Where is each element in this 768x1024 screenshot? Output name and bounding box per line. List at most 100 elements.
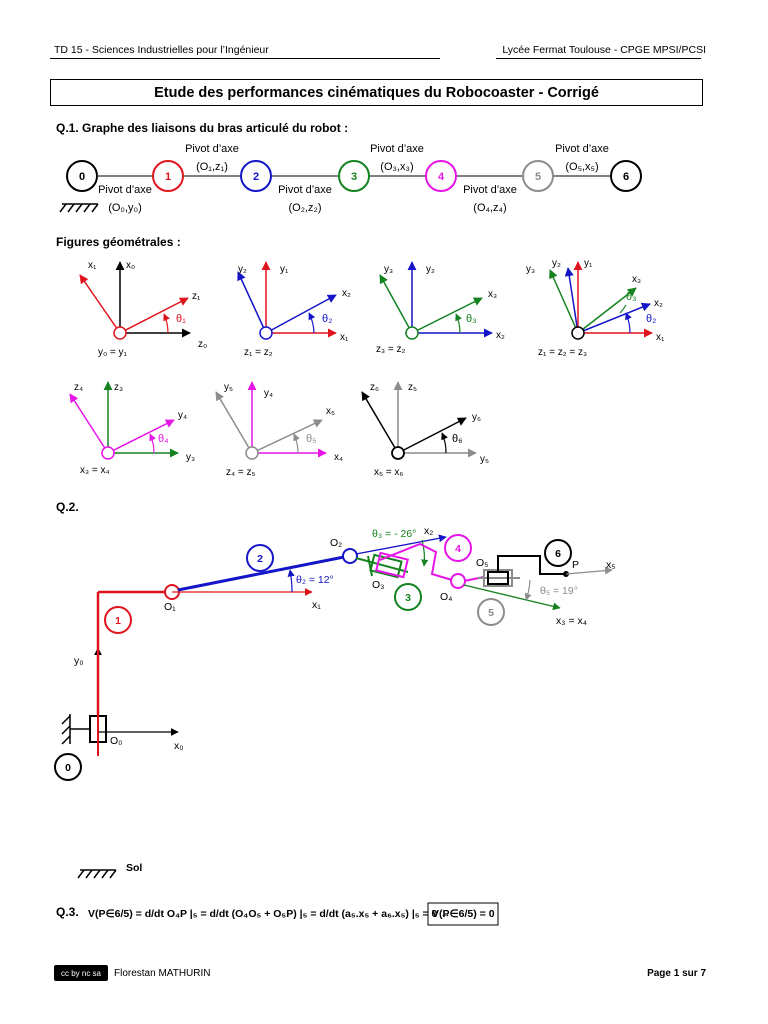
liaison-graph: 0 1 2 3 4 5 6 Pivot d’axe (O₀,y₀) Pivot … bbox=[59, 143, 642, 214]
fig-3: y₃ y₂ x₃ θ₃ x₂ z₃ = z₂ bbox=[376, 261, 505, 355]
label-x0: x₀ bbox=[174, 740, 184, 752]
svg-text:3: 3 bbox=[405, 592, 411, 604]
q1-label: Q.1. Graphe des liaisons du bras articul… bbox=[56, 121, 349, 135]
footer-page: Page 1 sur 7 bbox=[647, 968, 706, 979]
legend-sol: Sol bbox=[126, 862, 142, 874]
svg-text:z₀: z₀ bbox=[198, 339, 207, 350]
body-4-marker bbox=[444, 534, 472, 562]
svg-text:y₄: y₄ bbox=[178, 410, 187, 421]
svg-text:y₀ = y₁: y₀ = y₁ bbox=[98, 347, 128, 358]
link-23-axis: (O₂,z₂) bbox=[289, 202, 322, 214]
svg-text:z₁: z₁ bbox=[192, 291, 201, 302]
label-P: P bbox=[572, 559, 579, 571]
svg-text:5: 5 bbox=[535, 171, 541, 183]
node-5: 5 bbox=[522, 160, 554, 192]
svg-text:θ₆: θ₆ bbox=[452, 433, 463, 445]
link-12-axis: (O₁,z₁) bbox=[196, 161, 228, 173]
node-4: 4 bbox=[425, 160, 457, 192]
svg-text:y₂: y₂ bbox=[426, 264, 435, 275]
node-0: 0 bbox=[66, 160, 98, 192]
fig-7: z₆ z₅ y₆ θ₆ y₅ x₅ = x₆ bbox=[361, 381, 489, 478]
svg-text:y₁: y₁ bbox=[280, 264, 289, 275]
svg-text:y₅: y₅ bbox=[480, 454, 489, 465]
svg-text:1: 1 bbox=[115, 615, 121, 627]
node-3: 3 bbox=[338, 160, 370, 192]
body-1-marker bbox=[104, 606, 132, 634]
header-left: TD 15 - Sciences Industrielles pour l’In… bbox=[54, 44, 269, 56]
label-O5: O₅ bbox=[476, 557, 488, 569]
svg-text:y₁: y₁ bbox=[584, 258, 593, 269]
fig-2: y₂ y₁ x₂ θ₂ x₁ z₁ = z₂ bbox=[237, 261, 351, 358]
label-theta2: θ₂ = 12° bbox=[296, 574, 334, 586]
svg-text:z₃: z₃ bbox=[114, 382, 123, 393]
svg-text:z₄ = z₅: z₄ = z₅ bbox=[226, 467, 256, 478]
node-6: 6 bbox=[610, 160, 642, 192]
link-34-name: Pivot d’axe bbox=[370, 143, 424, 155]
node-1: 1 bbox=[152, 160, 184, 192]
header-rule-left bbox=[50, 58, 440, 59]
svg-text:x₁: x₁ bbox=[656, 332, 665, 343]
ground-legend-icon bbox=[77, 869, 117, 879]
svg-text:x₂: x₂ bbox=[654, 298, 663, 309]
label-x3x4: x₃ = x₄ bbox=[556, 615, 587, 627]
label-theta3: θ₃ = - 26° bbox=[372, 528, 416, 540]
svg-text:y₃: y₃ bbox=[186, 452, 195, 463]
header-rule-right bbox=[496, 58, 701, 59]
svg-text:x₄: x₄ bbox=[334, 452, 343, 463]
label-theta5: θ₅ = 19° bbox=[540, 585, 578, 597]
svg-text:z₄: z₄ bbox=[74, 382, 83, 393]
svg-text:4: 4 bbox=[438, 171, 445, 183]
svg-text:3: 3 bbox=[351, 171, 357, 183]
label-O4: O₄ bbox=[440, 591, 452, 603]
ground-symbol-graph bbox=[59, 203, 99, 213]
svg-text:y₃: y₃ bbox=[526, 264, 535, 275]
body-2-marker bbox=[246, 544, 274, 572]
body-5-marker bbox=[477, 598, 505, 626]
svg-text:y₅: y₅ bbox=[224, 382, 233, 393]
svg-text:x₁: x₁ bbox=[88, 260, 97, 271]
link-56-axis: (O₅,x₅) bbox=[565, 161, 598, 173]
svg-text:y₄: y₄ bbox=[264, 388, 273, 399]
link-45-axis: (O₄,z₄) bbox=[473, 202, 506, 214]
svg-text:5: 5 bbox=[488, 607, 494, 619]
svg-text:θ₂: θ₂ bbox=[646, 313, 656, 325]
footer-author: Florestan MATHURIN bbox=[114, 968, 211, 979]
svg-text:z₃ = z₂: z₃ = z₂ bbox=[376, 344, 405, 355]
q3-result: V(P∈6/5) = 0 bbox=[432, 908, 495, 920]
link-12-name: Pivot d’axe bbox=[185, 143, 239, 155]
q3-equation: V(P∈6/5) = d/dt O₄P |₅ = d/dt (O₄O₅ + O₅… bbox=[88, 902, 499, 926]
svg-text:θ₃: θ₃ bbox=[626, 291, 637, 303]
svg-text:z₆: z₆ bbox=[370, 382, 379, 393]
svg-text:θ₁: θ₁ bbox=[176, 313, 186, 325]
label-y0: y₀ bbox=[74, 655, 84, 667]
label-O2: O₂ bbox=[330, 537, 342, 549]
link-01-axis: (O₀,y₀) bbox=[108, 202, 142, 214]
svg-text:y₃: y₃ bbox=[384, 264, 393, 275]
label-x2: x₂ bbox=[424, 525, 433, 537]
label-O1: O₁ bbox=[164, 601, 176, 613]
svg-text:y₆: y₆ bbox=[472, 412, 481, 423]
link-01-name: Pivot d’axe bbox=[98, 184, 152, 196]
svg-text:z₁ = z₂ = z₃: z₁ = z₂ = z₃ bbox=[538, 347, 587, 358]
svg-text:y₂: y₂ bbox=[552, 258, 561, 269]
svg-text:θ₂: θ₂ bbox=[322, 313, 332, 325]
svg-text:6: 6 bbox=[555, 548, 561, 560]
svg-text:4: 4 bbox=[455, 543, 461, 555]
fig-4: y₃ y₂ y₁ x₃ θ₃ x₂ θ₂ x₁ z₁ = z₂ = z₃ bbox=[526, 258, 665, 358]
link-34-axis: (O₃,x₃) bbox=[380, 161, 413, 173]
svg-text:2: 2 bbox=[257, 553, 263, 565]
body-3-marker bbox=[394, 583, 422, 611]
label-O3: O₃ bbox=[372, 579, 384, 591]
svg-text:x₃ = x₄: x₃ = x₄ bbox=[80, 465, 110, 476]
svg-text:2: 2 bbox=[253, 171, 259, 183]
svg-text:x₃: x₃ bbox=[488, 289, 497, 300]
svg-text:0: 0 bbox=[79, 171, 85, 183]
license-badge: cc by nc sa bbox=[54, 965, 108, 981]
label-O0: O₀ bbox=[110, 735, 123, 747]
q3-label: Q.3. bbox=[56, 905, 79, 919]
svg-text:x₅ = x₆: x₅ = x₆ bbox=[374, 467, 403, 478]
svg-text:x₀: x₀ bbox=[126, 260, 135, 271]
svg-text:x₁: x₁ bbox=[340, 332, 349, 343]
label-x1: x₁ bbox=[312, 599, 321, 611]
svg-text:θ₃: θ₃ bbox=[466, 313, 477, 325]
